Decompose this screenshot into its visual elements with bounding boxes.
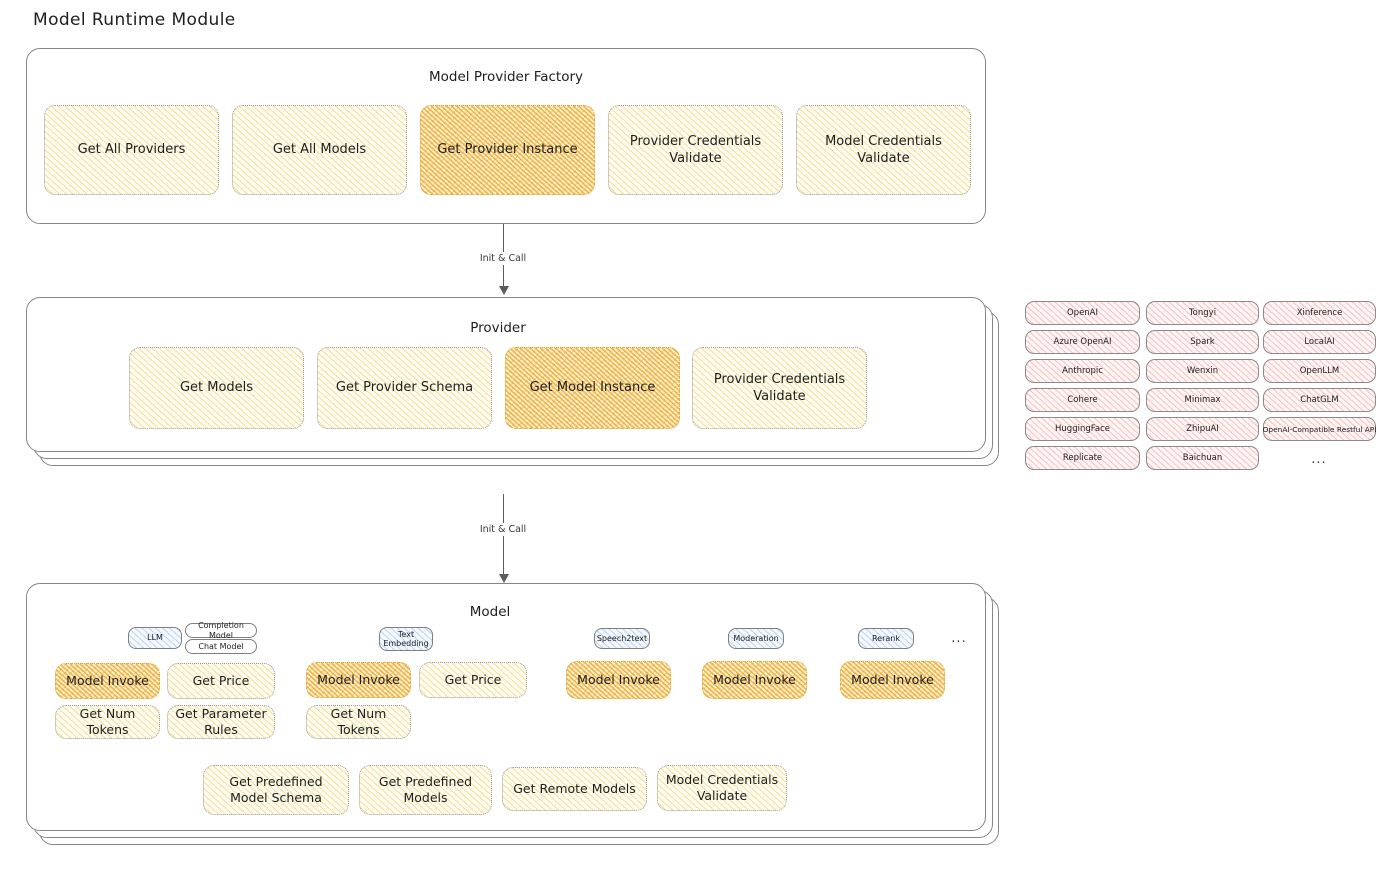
factory-box-get-all-providers[interactable]: Get All Providers bbox=[44, 105, 219, 195]
arrow-label-init-and-call-2: Init & Call bbox=[475, 523, 531, 536]
factory-box-get-all-models[interactable]: Get All Models bbox=[232, 105, 407, 195]
factory-box-model-credentials-validate[interactable]: Model Credentials Validate bbox=[796, 105, 971, 195]
provider-box-get-models[interactable]: Get Models bbox=[129, 347, 304, 429]
text-embedding-method-model-invoke[interactable]: Model Invoke bbox=[306, 662, 411, 698]
factory-box-get-provider-instance[interactable]: Get Provider Instance bbox=[420, 105, 595, 195]
page-title: Model Runtime Module bbox=[33, 10, 236, 30]
arrow-head bbox=[498, 574, 509, 583]
model-type-badge-speech2text[interactable]: Speech2text bbox=[594, 628, 650, 649]
provider-chip-replicate[interactable]: Replicate bbox=[1025, 446, 1140, 470]
provider-box-get-provider-schema[interactable]: Get Provider Schema bbox=[317, 347, 492, 429]
provider-box-provider-credentials-validate[interactable]: Provider Credentials Validate bbox=[692, 347, 867, 429]
arrow-label-init-and-call-1: Init & Call bbox=[475, 252, 531, 265]
model-shared-method-get-remote-models[interactable]: Get Remote Models bbox=[502, 767, 647, 811]
model-shared-method-model-credentials-validate[interactable]: Model Credentials Validate bbox=[657, 765, 787, 811]
provider-list-more-ellipsis: ... bbox=[1311, 452, 1327, 467]
provider-chip-zhipuai[interactable]: ZhipuAI bbox=[1146, 417, 1259, 441]
arrow-head bbox=[498, 286, 509, 295]
provider-chip-openllm[interactable]: OpenLLM bbox=[1263, 359, 1376, 383]
model-type-badge-text-embedding[interactable]: Text Embedding bbox=[379, 627, 433, 651]
model-type-badge-llm[interactable]: LLM bbox=[128, 627, 182, 649]
provider-chip-spark[interactable]: Spark bbox=[1146, 330, 1259, 354]
provider-chip-xinference[interactable]: Xinference bbox=[1263, 301, 1376, 325]
provider-chip-tongyi[interactable]: Tongyi bbox=[1146, 301, 1259, 325]
provider-chip-minimax[interactable]: Minimax bbox=[1146, 388, 1259, 412]
llm-method-model-invoke[interactable]: Model Invoke bbox=[55, 663, 160, 699]
model-title: Model bbox=[469, 604, 511, 620]
speech2text-method-model-invoke[interactable]: Model Invoke bbox=[566, 661, 671, 699]
provider-chip-localai[interactable]: LocalAI bbox=[1263, 330, 1376, 354]
provider-chip-cohere[interactable]: Cohere bbox=[1025, 388, 1140, 412]
model-shared-method-get-predefined-models[interactable]: Get Predefined Models bbox=[359, 765, 492, 815]
model-types-more-ellipsis: ... bbox=[951, 631, 967, 646]
arrow-provider-to-model bbox=[498, 494, 509, 584]
provider-chip-wenxin[interactable]: Wenxin bbox=[1146, 359, 1259, 383]
moderation-method-model-invoke[interactable]: Model Invoke bbox=[702, 661, 807, 699]
provider-chip-openai[interactable]: OpenAI bbox=[1025, 301, 1140, 325]
llm-method-get-parameter-rules[interactable]: Get Parameter Rules bbox=[167, 705, 275, 739]
model-type-badge-rerank[interactable]: Rerank bbox=[858, 628, 914, 649]
text-embedding-method-get-num-tokens[interactable]: Get Num Tokens bbox=[306, 705, 411, 739]
provider-chip-huggingface[interactable]: HuggingFace bbox=[1025, 417, 1140, 441]
provider-box-get-model-instance[interactable]: Get Model Instance bbox=[505, 347, 680, 429]
model-subtype-badge-completion-model[interactable]: Completion Model bbox=[185, 621, 257, 640]
provider-chip-anthropic[interactable]: Anthropic bbox=[1025, 359, 1140, 383]
factory-box-provider-credentials-validate[interactable]: Provider Credentials Validate bbox=[608, 105, 783, 195]
text-embedding-method-get-price[interactable]: Get Price bbox=[419, 662, 527, 698]
model-subtype-badge-chat-model[interactable]: Chat Model bbox=[185, 639, 257, 654]
provider-chip-chatglm[interactable]: ChatGLM bbox=[1263, 388, 1376, 412]
provider-chip-azure-openai[interactable]: Azure OpenAI bbox=[1025, 330, 1140, 354]
model-shared-method-get-predefined-model-schema[interactable]: Get Predefined Model Schema bbox=[203, 765, 349, 815]
rerank-method-model-invoke[interactable]: Model Invoke bbox=[840, 661, 945, 699]
provider-chip-openai-compatible-restful-api[interactable]: OpenAI-Compatible Restful API bbox=[1263, 417, 1376, 441]
llm-method-get-num-tokens[interactable]: Get Num Tokens bbox=[55, 705, 160, 739]
llm-method-get-price[interactable]: Get Price bbox=[167, 663, 275, 699]
provider-title: Provider bbox=[470, 320, 526, 336]
model-provider-factory-title: Model Provider Factory bbox=[428, 69, 584, 85]
provider-chip-baichuan[interactable]: Baichuan bbox=[1146, 446, 1259, 470]
model-type-badge-moderation[interactable]: Moderation bbox=[728, 628, 784, 649]
